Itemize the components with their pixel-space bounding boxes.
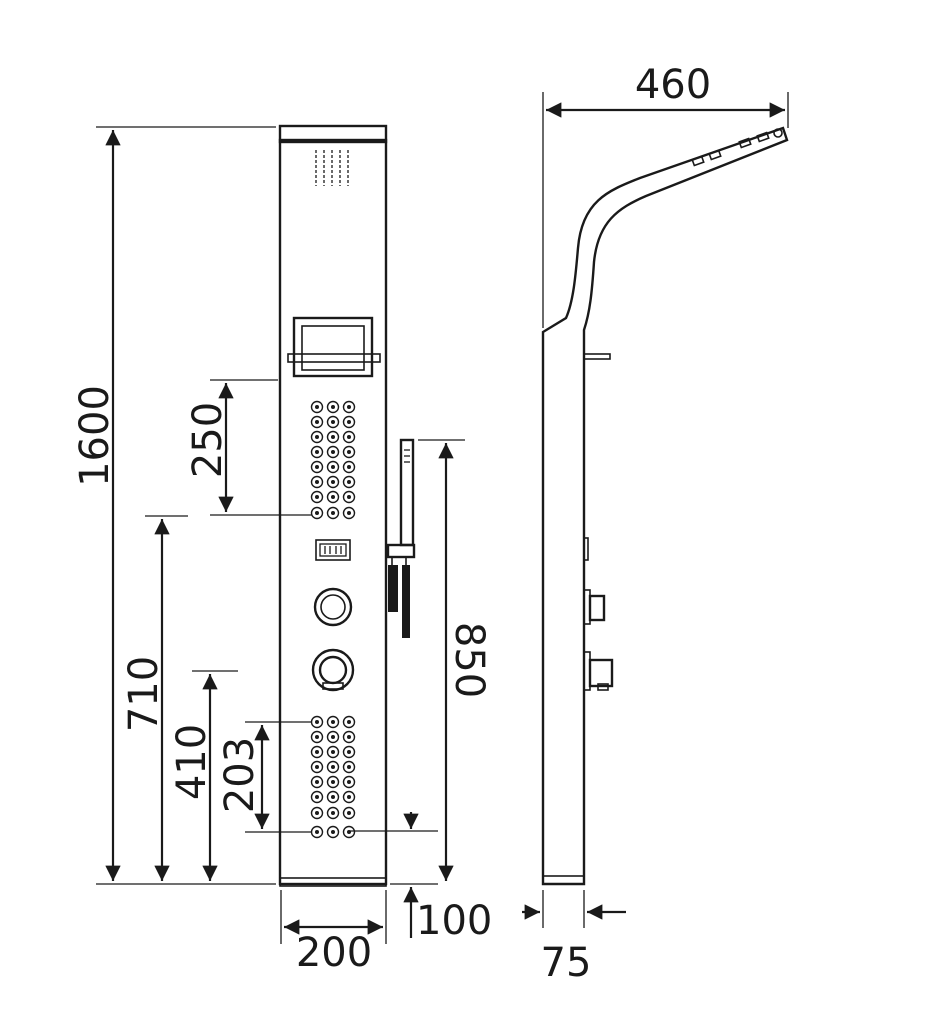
dim-base-offset: 100 [416, 898, 492, 944]
dim-lower-jets-top-height: 410 [169, 724, 215, 800]
side-dimensions: 460 75 [522, 62, 789, 986]
side-view [541, 126, 789, 886]
temperature-display [315, 539, 351, 561]
hand-shower [386, 438, 416, 638]
rain-nozzles [315, 150, 349, 186]
dim-upper-jets-span: 250 [185, 402, 231, 478]
dim-total-height: 1600 [72, 385, 118, 487]
side-diverter-knob [583, 589, 606, 625]
top-cap [278, 124, 388, 144]
front-view [278, 124, 416, 887]
side-shelf-tab [583, 353, 611, 360]
bottom-cap [279, 877, 387, 887]
dim-panel-width: 200 [296, 930, 372, 976]
lower-body-jets [310, 715, 356, 839]
shelf [287, 316, 381, 378]
side-bottom-cap [542, 875, 585, 885]
diverter-knob [313, 587, 353, 627]
side-display [583, 537, 589, 561]
dim-hand-shower-height: 850 [446, 622, 492, 698]
panel-body [278, 138, 388, 886]
side-head-shower [691, 128, 783, 167]
side-panel-outline [541, 126, 789, 886]
dim-head-projection: 460 [635, 62, 711, 108]
dim-panel-depth: 75 [541, 940, 592, 986]
dim-lower-jets-span: 203 [217, 737, 263, 813]
dim-upper-jets-height: 710 [121, 656, 167, 732]
upper-body-jets [310, 400, 356, 520]
side-thermostat-knob [583, 651, 614, 691]
thermostat-knob [311, 648, 355, 692]
front-dimensions: 1600 250 710 410 203 100 850 200 [72, 126, 492, 976]
